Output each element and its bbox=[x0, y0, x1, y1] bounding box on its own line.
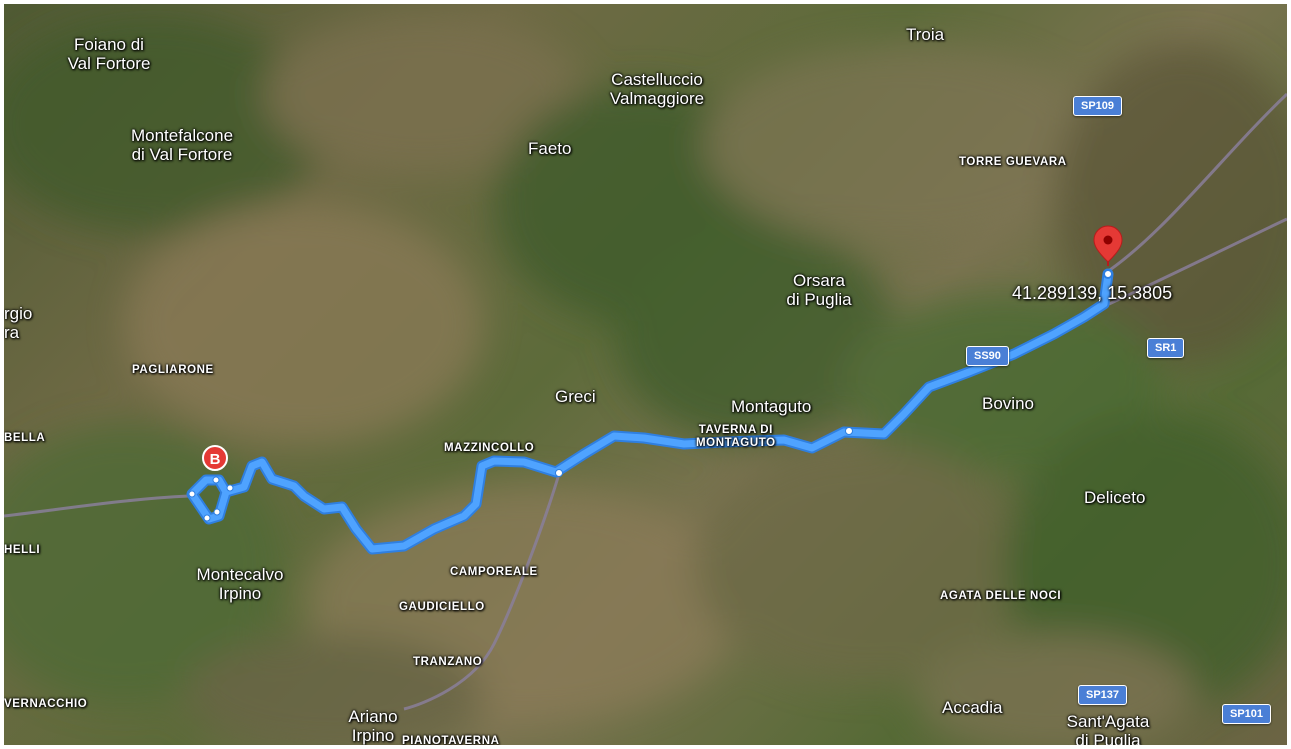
town-label-deliceto: Deliceto bbox=[1084, 488, 1146, 507]
destination-coordinates[interactable]: 41.289139, 15.3805 bbox=[1012, 283, 1173, 303]
secondary-road bbox=[1108, 217, 1287, 306]
locality-label-tranzano: TRANZANO bbox=[413, 656, 483, 668]
secondary-road bbox=[4, 494, 190, 518]
secondary-road bbox=[1103, 92, 1287, 276]
locality-label-bella-partial: BELLA bbox=[4, 432, 46, 444]
town-label-foiano: Foiano di Val Fortore bbox=[67, 35, 151, 74]
road-shield-sp137: SP137 bbox=[1078, 685, 1128, 705]
locality-label-taverna: TAVERNA DI MONTAGUTO bbox=[696, 424, 776, 449]
road-shield-ss90: SS90 bbox=[966, 346, 1009, 366]
road-shield-sp101: SP101 bbox=[1222, 704, 1272, 724]
road-shield-sr1: SR1 bbox=[1147, 338, 1185, 358]
town-label-troia: Troia bbox=[906, 25, 945, 44]
town-label-montefalcone: Montefalcone di Val Fortore bbox=[130, 126, 234, 165]
locality-label-agata-noci: AGATA DELLE NOCI bbox=[940, 590, 1062, 602]
town-label-bovino: Bovino bbox=[982, 394, 1034, 413]
road-shield-sp109: SP109 bbox=[1073, 96, 1123, 116]
town-label-montaguto: Montaguto bbox=[731, 397, 812, 416]
town-label-faeto: Faeto bbox=[528, 139, 572, 158]
locality-label-vernacchio: VERNACCHIO bbox=[4, 698, 88, 710]
locality-label-camporeale: CAMPOREALE bbox=[450, 566, 538, 578]
route-waypoint bbox=[555, 469, 563, 477]
town-label-greci: Greci bbox=[555, 387, 596, 406]
route-waypoint bbox=[845, 427, 853, 435]
locality-label-pianotaverna: PIANOTAVERNA bbox=[402, 735, 500, 745]
destination-pin-icon bbox=[1093, 225, 1123, 279]
start-marker-b[interactable]: B bbox=[202, 445, 228, 471]
route-waypoint bbox=[213, 508, 221, 516]
town-label-ariano: Ariano Irpino bbox=[348, 707, 398, 745]
route-waypoint bbox=[226, 484, 234, 492]
town-label-santagata: Sant'Agata di Puglia bbox=[1066, 712, 1150, 745]
town-label-montecalvo: Montecalvo Irpino bbox=[196, 565, 284, 604]
satellite-map[interactable]: Foiano di Val Fortore Montefalcone di Va… bbox=[4, 4, 1287, 745]
route-waypoint bbox=[212, 476, 220, 484]
terrain-layer bbox=[4, 14, 1287, 745]
locality-label-helli-partial: HELLI bbox=[4, 544, 41, 556]
town-label-accadia: Accadia bbox=[942, 698, 1003, 717]
route-waypoint bbox=[203, 514, 211, 522]
locality-label-gaudiciello: GAUDICIELLO bbox=[399, 601, 485, 613]
town-label-giorgio-partial: rgio ra bbox=[4, 304, 33, 343]
town-label-castelluccio: Castelluccio Valmaggiore bbox=[609, 70, 705, 109]
route-waypoint bbox=[188, 490, 196, 498]
town-label-orsara: Orsara di Puglia bbox=[786, 271, 852, 310]
locality-label-torre-guevara: TORRE GUEVARA bbox=[959, 156, 1067, 168]
secondary-road bbox=[403, 473, 561, 711]
locality-label-mazzincollo: MAZZINCOLLO bbox=[444, 442, 535, 454]
locality-label-pagliarone: PAGLIARONE bbox=[132, 364, 214, 376]
